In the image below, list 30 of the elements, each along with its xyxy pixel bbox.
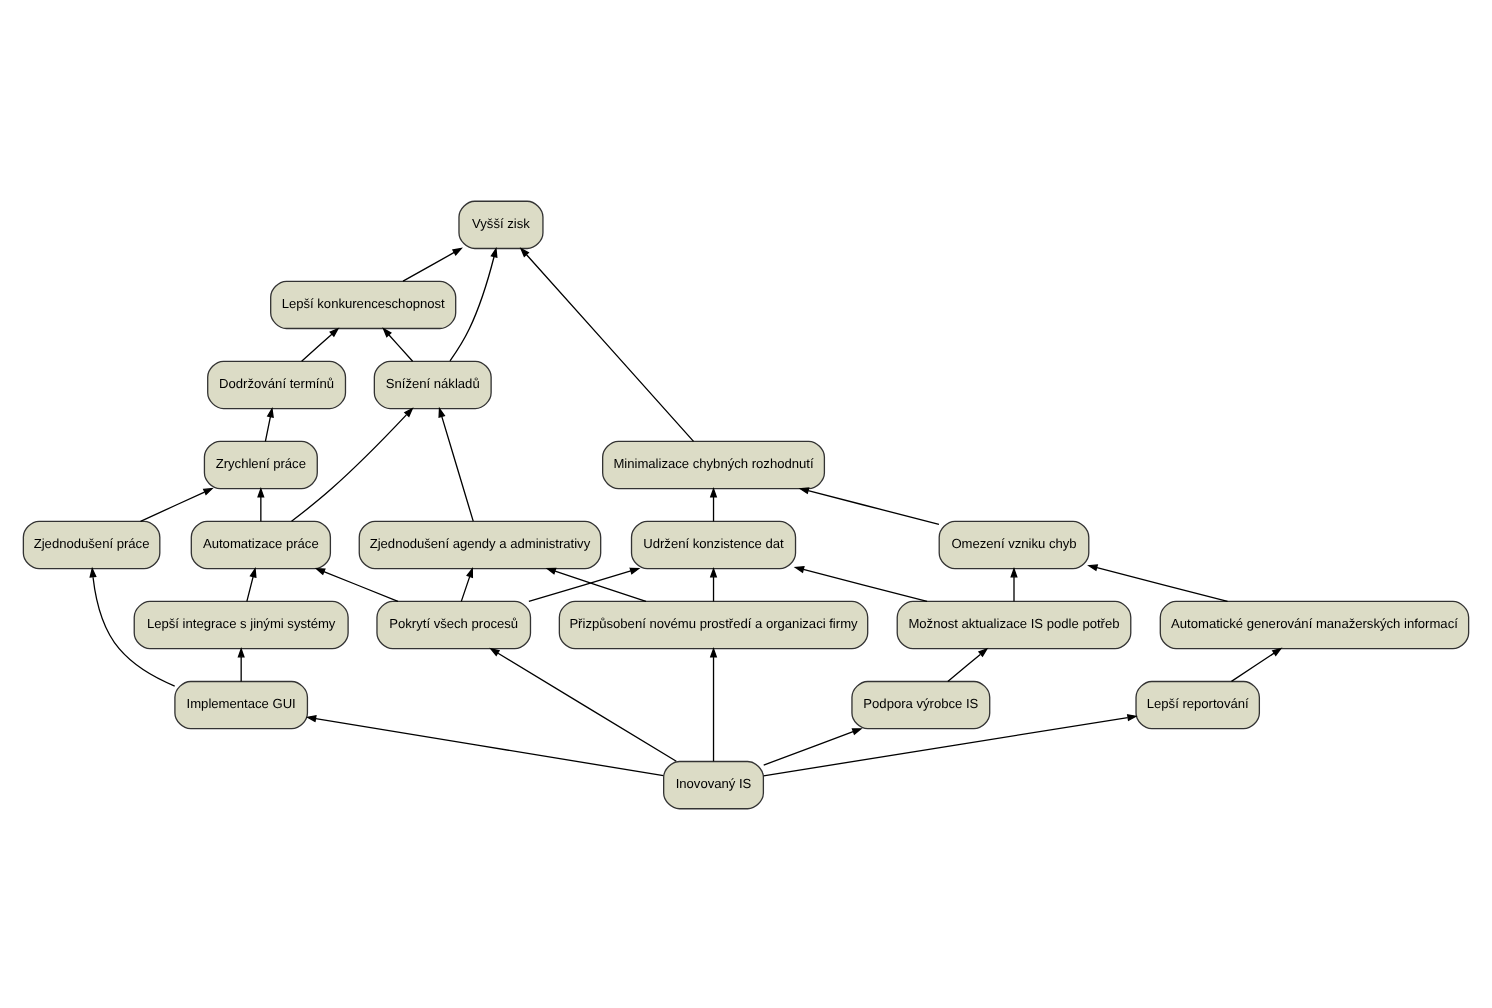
arrow bbox=[709, 565, 718, 601]
arrow bbox=[528, 566, 641, 601]
arrow bbox=[402, 246, 463, 281]
arrow bbox=[798, 486, 940, 525]
arrow bbox=[438, 405, 474, 521]
arrow bbox=[489, 646, 677, 761]
arrow bbox=[762, 713, 1138, 776]
arrow bbox=[290, 406, 414, 521]
arrow bbox=[709, 645, 718, 761]
arrow bbox=[519, 246, 695, 441]
arrow bbox=[314, 566, 399, 601]
arrow bbox=[793, 565, 928, 601]
arrow bbox=[257, 485, 265, 521]
arrow bbox=[237, 646, 245, 682]
arrow bbox=[709, 485, 718, 521]
arrow bbox=[89, 565, 176, 686]
arrow bbox=[460, 566, 474, 601]
arrow bbox=[1230, 646, 1283, 682]
arrow bbox=[139, 486, 214, 521]
arrow bbox=[545, 566, 647, 601]
arrow bbox=[947, 646, 989, 682]
arrow bbox=[382, 326, 414, 361]
arrow bbox=[1010, 565, 1018, 601]
arrow bbox=[305, 714, 665, 776]
arrow bbox=[1087, 563, 1229, 601]
arrow bbox=[763, 727, 863, 765]
arrow bbox=[264, 405, 274, 441]
arrow bbox=[449, 245, 498, 361]
arrow bbox=[301, 326, 340, 361]
arrow bbox=[246, 566, 257, 601]
